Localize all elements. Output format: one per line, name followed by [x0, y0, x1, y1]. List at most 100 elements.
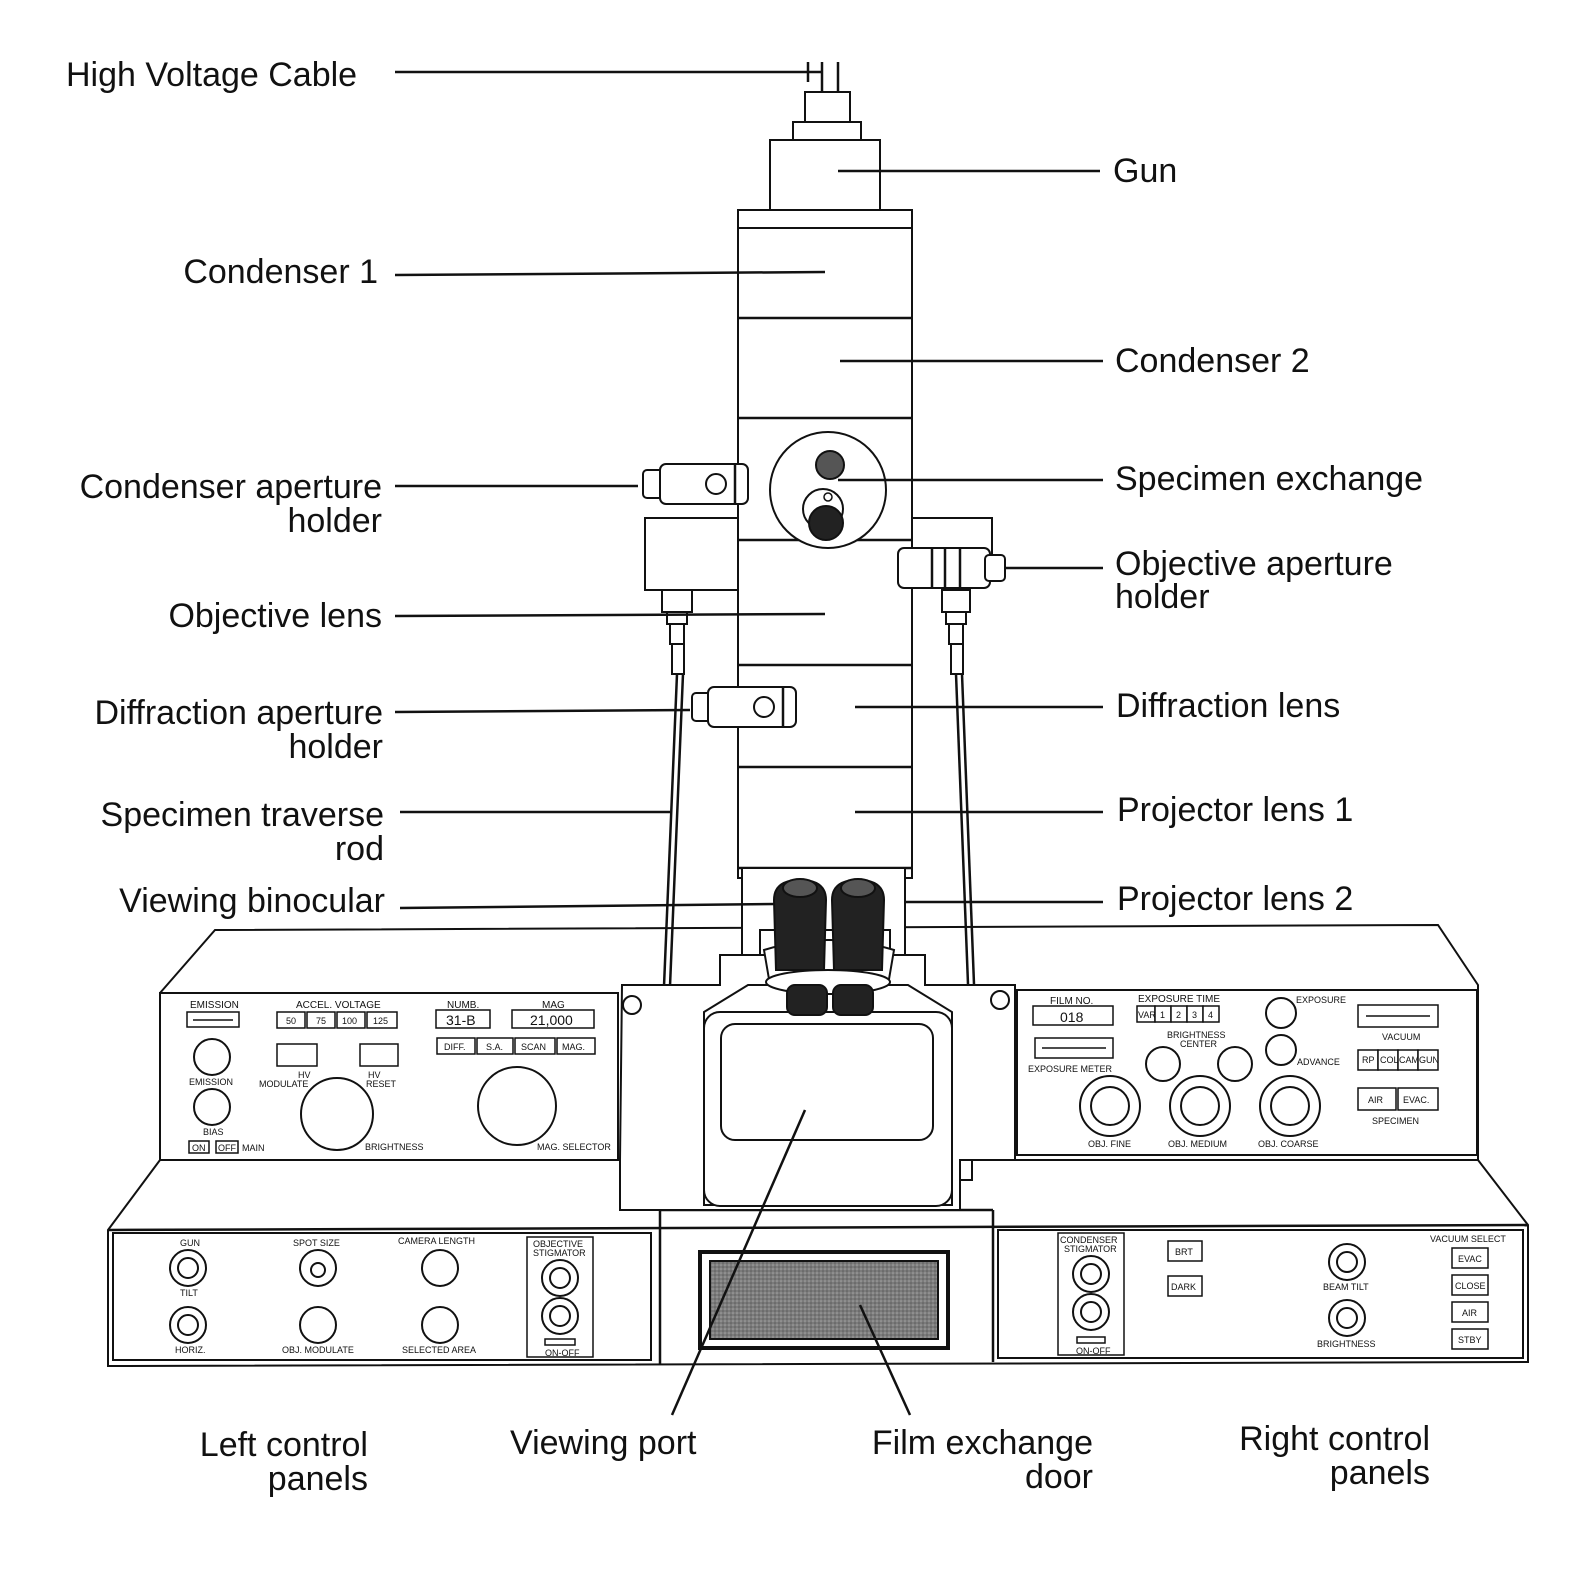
voltage-button-100[interactable]: [336, 1011, 366, 1029]
mode-button-mag[interactable]: [556, 1037, 596, 1055]
label-left-control-panels-line1: Left control: [200, 1426, 368, 1464]
advance-button[interactable]: [1265, 1034, 1297, 1066]
objective-stigmator-knob-bottom[interactable]: [541, 1297, 579, 1335]
voltage-button-125[interactable]: [366, 1011, 398, 1029]
condenser-aperture-holder: [642, 463, 749, 505]
hv-reset-label: RESET: [366, 1079, 397, 1089]
brightness-knob[interactable]: [300, 1077, 374, 1151]
obj-medium-knob[interactable]: [1169, 1075, 1231, 1137]
bias-knob[interactable]: [193, 1088, 231, 1126]
selected-area-knob[interactable]: [421, 1306, 459, 1344]
label-condenser-1: Condenser 1: [183, 253, 378, 291]
voltage-125-text: 125: [373, 1016, 388, 1026]
vacuum-select-close[interactable]: [1451, 1274, 1489, 1296]
vacuum-select-evac[interactable]: [1451, 1247, 1489, 1269]
dark-button[interactable]: [1167, 1275, 1203, 1297]
left-side-block: [644, 517, 739, 591]
label-film-exchange-door-line1: Film exchange: [872, 1424, 1093, 1462]
mode-button-sa[interactable]: [476, 1037, 514, 1055]
exposure-1-text: 1: [1160, 1010, 1165, 1020]
exposure-time-label: EXPOSURE TIME: [1138, 994, 1220, 1005]
selected-area-label: SELECTED AREA: [402, 1345, 476, 1355]
camera-length-knob[interactable]: [421, 1249, 459, 1287]
exposure-var-text: VAR: [1138, 1010, 1156, 1020]
horiz-label: HORIZ.: [175, 1345, 206, 1355]
mode-button-scan[interactable]: [514, 1037, 556, 1055]
mode-button-diff[interactable]: [436, 1037, 476, 1055]
exposure-label: EXPOSURE: [1296, 995, 1346, 1005]
brightness-center-knob-right[interactable]: [1217, 1046, 1253, 1082]
gun-horiz-knob[interactable]: [169, 1306, 207, 1344]
exposure-meter-label: EXPOSURE METER: [1028, 1064, 1113, 1074]
specimen-label: SPECIMEN: [1372, 1116, 1419, 1126]
viewing-binocular: [762, 878, 896, 1016]
objective-label: OBJECTIVE: [533, 1239, 583, 1249]
emission-knob[interactable]: [193, 1038, 231, 1076]
advance-label: ADVANCE: [1297, 1057, 1340, 1067]
obj-modulate-knob[interactable]: [299, 1306, 337, 1344]
objective-stigmator-knob-top[interactable]: [541, 1259, 579, 1297]
specimen-exchange-port: [769, 431, 887, 549]
condenser-stigmator-knob-top[interactable]: [1072, 1255, 1110, 1293]
vacuum-select-air[interactable]: [1451, 1301, 1489, 1323]
label-diffraction-aperture-holder-line1: Diffraction aperture: [94, 694, 383, 732]
main-off-button[interactable]: [215, 1140, 239, 1154]
condenser-on-off-label: ON-OFF: [1076, 1346, 1111, 1356]
specimen-evac-text: EVAC.: [1403, 1095, 1429, 1105]
hv-modulate-hv: HV: [298, 1070, 311, 1080]
gun-housing: [769, 139, 881, 211]
spot-size-knob[interactable]: [299, 1249, 337, 1287]
obj-coarse-knob[interactable]: [1259, 1075, 1321, 1137]
spot-size-label: SPOT SIZE: [293, 1238, 340, 1248]
brightness-label: BRIGHTNESS: [365, 1142, 424, 1152]
label-diffraction-aperture-holder-line2: holder: [288, 728, 383, 766]
microscope-column: [619, 62, 1016, 1211]
gun-label: GUN: [180, 1238, 200, 1248]
voltage-button-75[interactable]: [306, 1011, 336, 1029]
mag-selector-knob[interactable]: [477, 1066, 557, 1146]
voltage-button-50[interactable]: [276, 1011, 306, 1029]
leader-lines: [394, 62, 1103, 1416]
bias-label: BIAS: [203, 1127, 224, 1137]
column-body: [737, 227, 913, 879]
obj-medium-label: OBJ. MEDIUM: [1168, 1139, 1227, 1149]
obj-coarse-label: OBJ. COARSE: [1258, 1139, 1319, 1149]
condenser-stigmator-switch[interactable]: [1076, 1336, 1106, 1344]
vacuum-select-stby[interactable]: [1451, 1328, 1489, 1350]
label-viewing-binocular: Viewing binocular: [119, 882, 385, 920]
mode-scan-text: SCAN: [521, 1042, 546, 1052]
right-brightness-knob[interactable]: [1328, 1299, 1366, 1337]
brightness-center-knob-left[interactable]: [1145, 1046, 1181, 1082]
label-film-exchange-door-line2: door: [1025, 1458, 1093, 1496]
gun-tilt-knob[interactable]: [169, 1249, 207, 1287]
vacuum-stby-text: STBY: [1458, 1335, 1482, 1345]
label-objective-aperture-holder-line1: Objective aperture: [1115, 545, 1393, 583]
vacuum-indicators: RP COL CAM GUN: [1357, 1049, 1439, 1071]
exposure-time-4[interactable]: [1202, 1005, 1220, 1023]
specimen-air-button[interactable]: [1357, 1087, 1397, 1111]
dark-text: DARK: [1171, 1282, 1196, 1292]
hv-modulate-label: MODULATE: [259, 1079, 308, 1089]
upper-left-control-panel: EMISSION ACCEL. VOLTAGE 50 75 100 125 NU…: [159, 992, 619, 1161]
exposure-button[interactable]: [1265, 997, 1297, 1029]
label-projector-lens-1: Projector lens 1: [1117, 791, 1353, 829]
vacuum-label: VACUUM: [1382, 1032, 1420, 1042]
beam-tilt-knob[interactable]: [1328, 1243, 1366, 1281]
condenser-stigmator-knob-bottom[interactable]: [1072, 1293, 1110, 1331]
objective-stigmator-switch[interactable]: [544, 1338, 576, 1346]
upper-right-control-panel: FILM NO. 018 EXPOSURE TIME VAR 1 2 3 4 E…: [1016, 989, 1478, 1156]
vacuum-air-text: AIR: [1462, 1308, 1478, 1318]
numb-label: NUMB.: [447, 1000, 479, 1011]
main-on-button[interactable]: [188, 1140, 210, 1154]
vacuum-select-label: VACUUM SELECT: [1430, 1234, 1506, 1244]
hv-reset-button[interactable]: [359, 1043, 399, 1067]
specimen-evac-button[interactable]: [1397, 1087, 1439, 1111]
label-right-control-panels-line2: panels: [1330, 1454, 1430, 1492]
hv-modulate-button[interactable]: [276, 1043, 318, 1067]
obj-fine-knob[interactable]: [1079, 1075, 1141, 1137]
brt-button[interactable]: [1167, 1240, 1203, 1262]
label-viewing-port: Viewing port: [510, 1424, 697, 1462]
main-label: MAIN: [242, 1143, 265, 1153]
film-exchange-door-window: [709, 1260, 939, 1340]
mode-buttons: DIFF. S.A. SCAN MAG.: [436, 1037, 596, 1055]
